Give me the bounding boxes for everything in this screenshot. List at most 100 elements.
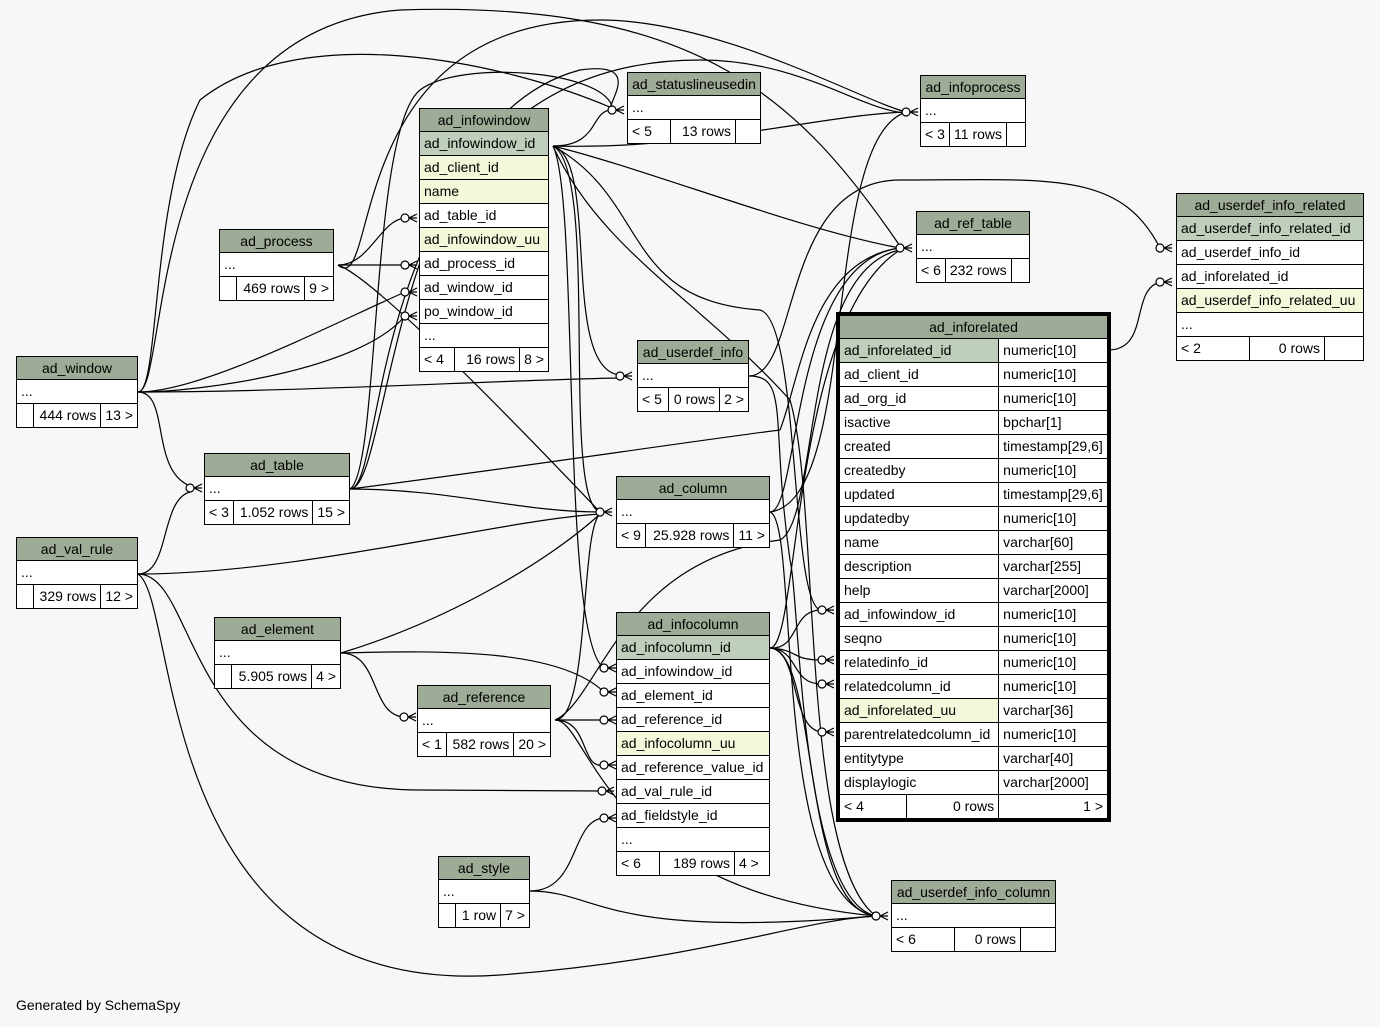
column-displaylogic[interactable]: displaylogic [838,770,1000,795]
children-count[interactable] [1006,122,1026,147]
parents-count[interactable] [16,403,34,428]
column-name[interactable]: name [419,179,549,204]
column-ad_reference_id[interactable]: ad_reference_id [616,707,770,732]
column-help[interactable]: help [838,578,1000,603]
column-ad_client_id[interactable]: ad_client_id [838,362,1000,387]
children-count[interactable] [1324,336,1364,361]
parents-count[interactable]: < 5 [627,119,671,144]
column-ad_infocolumn_id[interactable]: ad_infocolumn_id [616,635,770,660]
parents-count[interactable] [214,664,232,689]
children-count[interactable]: 4 > [734,851,770,876]
parents-count[interactable] [438,903,456,928]
parents-count[interactable]: < 5 [637,387,669,412]
column-ad_infowindow_id[interactable]: ad_infowindow_id [616,659,770,684]
parents-count[interactable]: < 1 [417,732,447,757]
children-count[interactable]: 9 > [304,276,334,301]
column-relatedinfo_id[interactable]: relatedinfo_id [838,650,1000,675]
children-count[interactable]: 11 > [733,523,770,548]
table-ad_infowindow[interactable]: ad_infowindow ad_infowindow_id ad_client… [419,108,549,372]
parents-count[interactable] [219,276,237,301]
parents-count[interactable]: < 6 [891,927,955,952]
column-updatedby[interactable]: updatedby [838,506,1000,531]
parents-count[interactable]: < 6 [616,851,660,876]
parents-count[interactable]: < 3 [204,500,234,525]
column-ad_infocolumn_uu[interactable]: ad_infocolumn_uu [616,731,770,756]
column-ad_fieldstyle_id[interactable]: ad_fieldstyle_id [616,803,770,828]
column-name[interactable]: name [838,530,1000,555]
children-count[interactable]: 20 > [513,732,551,757]
parents-count[interactable]: < 6 [916,258,946,283]
children-count[interactable]: 7 > [500,903,530,928]
column-ad_table_id[interactable]: ad_table_id [419,203,549,228]
children-count[interactable]: 8 > [519,347,549,372]
column-ad_process_id[interactable]: ad_process_id [419,251,549,276]
column-ad_inforelated_id[interactable]: ad_inforelated_id [1176,264,1364,289]
parents-count[interactable]: < 2 [1176,336,1250,361]
children-count[interactable]: 4 > [311,664,341,689]
column-ad_inforelated_id[interactable]: ad_inforelated_id [838,338,1000,363]
children-count[interactable] [1010,258,1031,283]
children-count[interactable]: 15 > [312,500,350,525]
column-ad_org_id[interactable]: ad_org_id [838,386,1000,411]
column-ad_window_id[interactable]: ad_window_id [419,275,549,300]
parents-count[interactable]: < 4 [419,347,455,372]
column-ad_infowindow_id[interactable]: ad_infowindow_id [838,602,1000,627]
table-ad_infocolumn[interactable]: ad_infocolumn ad_infocolumn_id ad_infowi… [616,612,770,876]
column-ad_infowindow_id[interactable]: ad_infowindow_id [419,131,549,156]
children-count[interactable] [1020,927,1056,952]
parents-count[interactable] [16,584,34,609]
column-ad_client_id[interactable]: ad_client_id [419,155,549,180]
column-createdby[interactable]: createdby [838,458,1000,483]
column-ad_userdef_info_related_uu[interactable]: ad_userdef_info_related_uu [1176,288,1364,313]
column-ad_infowindow_uu[interactable]: ad_infowindow_uu [419,227,549,252]
column-isactive[interactable]: isactive [838,410,1000,435]
column-ad_val_rule_id[interactable]: ad_val_rule_id [616,779,770,804]
column-ad_userdef_info_related_id[interactable]: ad_userdef_info_related_id [1176,216,1364,241]
table-ad_userdef_info_related[interactable]: ad_userdef_info_related ad_userdef_info_… [1176,193,1364,361]
column-ad_userdef_info_id[interactable]: ad_userdef_info_id [1176,240,1364,265]
children-count[interactable]: 2 > [719,387,749,412]
column-updated[interactable]: updated [838,482,1000,507]
column-parentrelatedcolumn_id[interactable]: parentrelatedcolumn_id [838,722,1000,747]
children-count[interactable]: 13 > [100,403,138,428]
column-ad_reference_value_id[interactable]: ad_reference_value_id [616,755,770,780]
column-po_window_id[interactable]: po_window_id [419,299,549,324]
column-created[interactable]: created [838,434,1000,459]
parents-count[interactable]: < 4 [839,794,907,819]
column-description[interactable]: description [838,554,1000,579]
column-entitytype[interactable]: entitytype [838,746,1000,771]
children-count[interactable]: 1 > [998,794,1108,819]
